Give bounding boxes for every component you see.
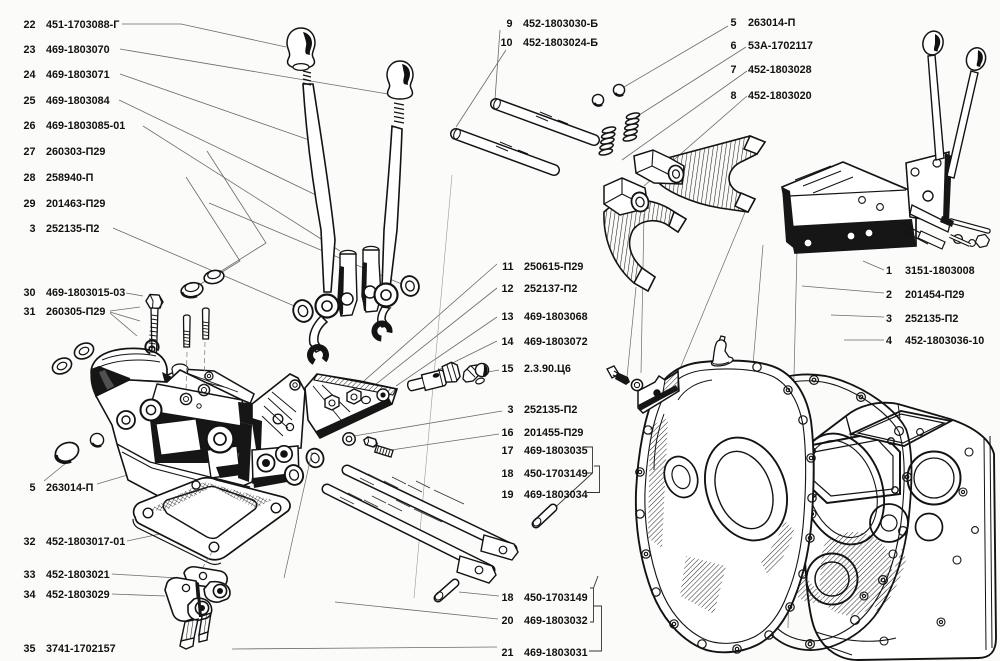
svg-text:450-1703149: 450-1703149	[524, 592, 588, 604]
svg-text:3151-1803008: 3151-1803008	[905, 265, 975, 277]
svg-text:5: 5	[29, 482, 35, 494]
svg-text:452-1803024-Б: 452-1803024-Б	[523, 37, 598, 49]
svg-text:22: 22	[23, 19, 35, 31]
svg-text:452-1803021: 452-1803021	[46, 569, 110, 581]
svg-text:469-1803031: 469-1803031	[524, 647, 588, 659]
svg-text:469-1803071: 469-1803071	[46, 69, 110, 81]
svg-text:8: 8	[730, 90, 736, 102]
svg-text:20: 20	[501, 615, 513, 627]
svg-text:12: 12	[501, 283, 513, 295]
svg-text:9: 9	[506, 18, 512, 30]
svg-text:29: 29	[23, 198, 35, 210]
svg-text:16: 16	[501, 427, 513, 439]
svg-text:1: 1	[886, 265, 892, 277]
svg-text:17: 17	[501, 445, 513, 457]
svg-text:2.3.90.Ц6: 2.3.90.Ц6	[524, 363, 571, 375]
svg-text:28: 28	[23, 172, 35, 184]
svg-text:53А-1702117: 53А-1702117	[748, 40, 813, 52]
svg-text:451-1703088-Г: 451-1703088-Г	[46, 19, 119, 31]
svg-text:201454-П29: 201454-П29	[905, 289, 964, 301]
svg-text:19: 19	[501, 489, 513, 501]
svg-text:3: 3	[886, 313, 892, 325]
svg-text:469-1803085-01: 469-1803085-01	[46, 120, 125, 132]
svg-text:35: 35	[23, 643, 35, 655]
svg-text:263014-П: 263014-П	[46, 482, 94, 494]
svg-text:32: 32	[23, 536, 35, 548]
svg-text:18: 18	[501, 592, 513, 604]
svg-text:452-1803029: 452-1803029	[46, 589, 110, 601]
svg-text:469-1803032: 469-1803032	[524, 615, 588, 627]
svg-text:34: 34	[23, 589, 35, 601]
svg-text:252137-П2: 252137-П2	[524, 283, 577, 295]
svg-text:25: 25	[23, 95, 35, 107]
svg-text:6: 6	[730, 40, 736, 52]
svg-text:469-1803068: 469-1803068	[524, 311, 588, 323]
svg-text:30: 30	[23, 287, 35, 299]
svg-text:33: 33	[23, 569, 35, 581]
svg-text:452-1803030-Б: 452-1803030-Б	[523, 18, 598, 30]
svg-text:260303-П29: 260303-П29	[46, 146, 105, 158]
svg-text:452-1803028: 452-1803028	[748, 64, 812, 76]
svg-text:201463-П29: 201463-П29	[46, 198, 105, 210]
svg-text:21: 21	[501, 647, 513, 659]
svg-text:252135-П2: 252135-П2	[524, 404, 577, 416]
svg-text:13: 13	[501, 311, 513, 323]
svg-text:263014-П: 263014-П	[748, 17, 796, 29]
svg-text:5: 5	[730, 17, 736, 29]
svg-text:469-1803070: 469-1803070	[46, 44, 110, 56]
svg-text:3741-1702157: 3741-1702157	[46, 643, 116, 655]
svg-text:452-1803036-10: 452-1803036-10	[905, 335, 984, 347]
svg-text:260305-П29: 260305-П29	[46, 306, 105, 318]
svg-text:469-1803084: 469-1803084	[46, 95, 110, 107]
svg-text:24: 24	[23, 69, 35, 81]
svg-text:10: 10	[500, 37, 512, 49]
svg-text:18: 18	[501, 468, 513, 480]
svg-text:201455-П29: 201455-П29	[524, 427, 583, 439]
svg-text:469-1803034: 469-1803034	[524, 489, 588, 501]
svg-text:452-1803017-01: 452-1803017-01	[46, 536, 125, 548]
svg-text:26: 26	[23, 120, 35, 132]
svg-text:252135-П2: 252135-П2	[46, 223, 99, 235]
svg-text:469-1803015-03: 469-1803015-03	[46, 287, 125, 299]
svg-text:27: 27	[23, 146, 35, 158]
svg-text:11: 11	[502, 261, 513, 273]
svg-text:250615-П29: 250615-П29	[524, 261, 583, 273]
svg-text:4: 4	[886, 335, 892, 347]
svg-text:252135-П2: 252135-П2	[905, 313, 958, 325]
svg-text:7: 7	[730, 64, 736, 76]
svg-text:452-1803020: 452-1803020	[748, 90, 812, 102]
svg-text:14: 14	[501, 336, 513, 348]
svg-text:23: 23	[23, 44, 35, 56]
svg-text:469-1803072: 469-1803072	[524, 336, 588, 348]
svg-text:31: 31	[23, 306, 35, 318]
svg-text:3: 3	[29, 223, 35, 235]
svg-text:469-1803035: 469-1803035	[524, 445, 588, 457]
svg-text:258940-П: 258940-П	[46, 172, 94, 184]
svg-text:15: 15	[501, 363, 513, 375]
svg-text:450-1703149: 450-1703149	[524, 468, 588, 480]
svg-text:2: 2	[886, 289, 892, 301]
svg-text:3: 3	[507, 404, 513, 416]
